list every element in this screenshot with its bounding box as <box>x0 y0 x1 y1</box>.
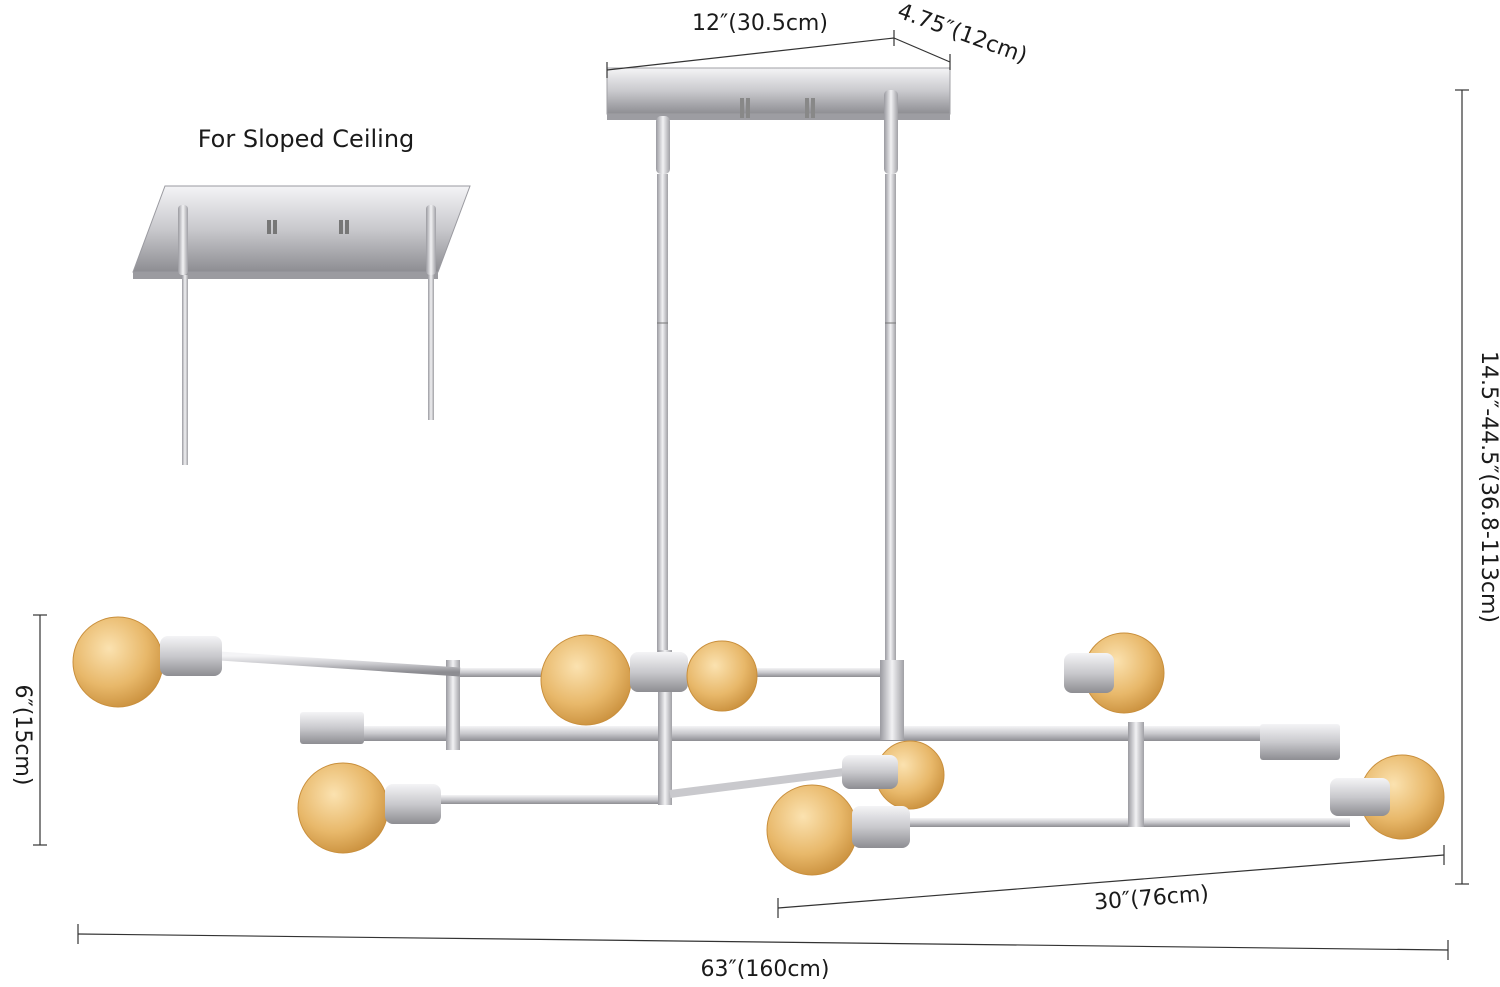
light-bulb-4 <box>1064 632 1165 714</box>
light-bulb-8 <box>1330 754 1445 840</box>
canopy-width-label: 4.75″(12cm) <box>894 0 1030 69</box>
dimension-canopy-length: 12″(30.5cm) <box>606 11 895 78</box>
canopy-length-label: 12″(30.5cm) <box>692 11 828 36</box>
sloped-ceiling-label: For Sloped Ceiling <box>198 125 415 153</box>
ceiling-canopy <box>606 67 951 174</box>
dimension-height-range: 14.5″-44.5″(36.8-113cm) <box>1455 89 1500 885</box>
light-bulb-1 <box>72 616 222 708</box>
dimension-fixture-length: 63″(160cm) <box>77 924 1449 982</box>
light-bulb-6 <box>842 740 945 810</box>
fixture-height-label: 6″(15cm) <box>10 685 35 786</box>
suspension-rods <box>657 174 896 664</box>
light-bulb-5 <box>297 762 441 854</box>
fixture-length-label: 63″(160cm) <box>701 957 830 982</box>
light-bulb-3 <box>686 640 758 712</box>
dimension-fixture-height: 6″(15cm) <box>10 614 47 846</box>
light-bulb-7 <box>766 784 910 876</box>
height-range-label: 14.5″-44.5″(36.8-113cm) <box>1476 351 1500 623</box>
light-bulb-2 <box>540 634 688 726</box>
dimension-fixture-depth: 30″(76cm) <box>777 845 1445 918</box>
fixture-depth-label: 30″(76cm) <box>1093 882 1210 916</box>
dimension-canopy-width: 4.75″(12cm) <box>893 0 1030 70</box>
sloped-ceiling-canopy <box>132 185 471 465</box>
